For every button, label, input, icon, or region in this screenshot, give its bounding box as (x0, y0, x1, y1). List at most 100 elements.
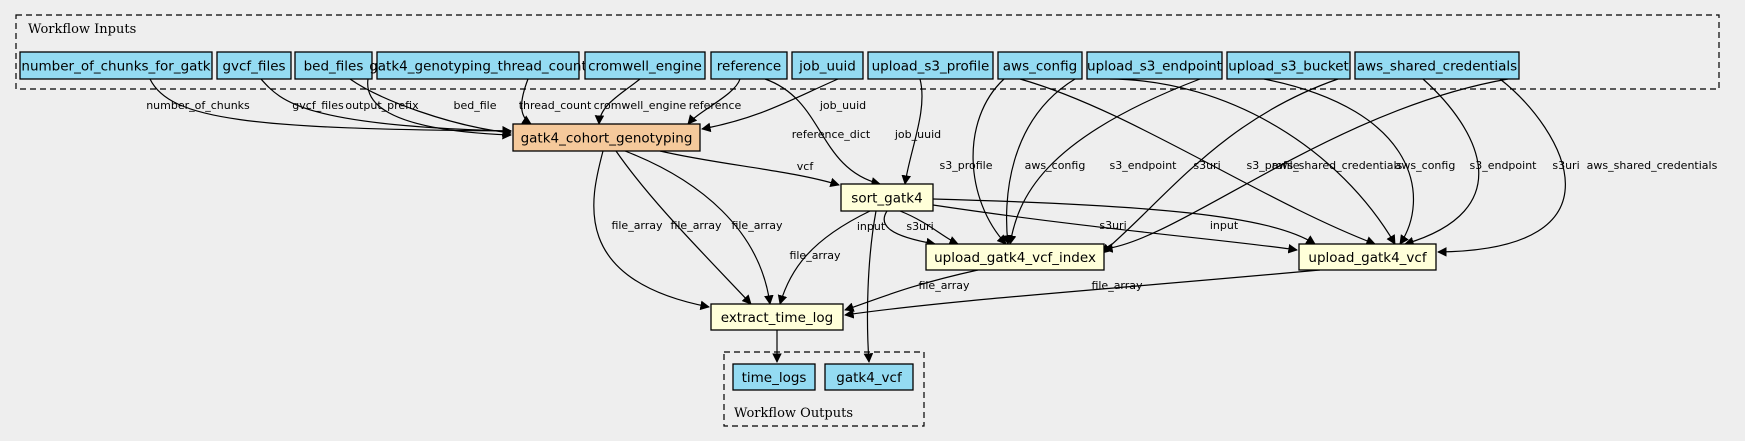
node-box[interactable] (294, 51, 373, 80)
edge-gatk4_cohort_genotyping-to-sort_gatk4: vcf (659, 150, 840, 188)
node-cromwell_engine[interactable]: cromwell_engine (584, 51, 706, 80)
edge-aws_shared_credentials-to-upload_gatk4_vcf_index: aws_shared_credentials (1103, 78, 1509, 253)
node-number_of_chunks_for_gatk[interactable]: number_of_chunks_for_gatk (19, 51, 213, 80)
edge-label: s3uri (1099, 219, 1126, 232)
node-box[interactable] (512, 123, 701, 152)
edge-sort_gatk4-to-upload_gatk4_vcf_index: s3uri (899, 210, 959, 246)
node-box[interactable] (376, 51, 580, 80)
node-label: gvcf_files (222, 59, 285, 75)
node-upload_s3_profile[interactable]: upload_s3_profile (867, 51, 994, 80)
edge-label: vcf (797, 160, 815, 173)
edge-sort_gatk4-to-extract_time_log: file_array (777, 210, 871, 305)
node-box[interactable] (216, 51, 292, 80)
node-label: upload_gatk4_vcf_index (934, 250, 1096, 266)
edge-label: input (857, 220, 886, 233)
edge-reference-to-sort_gatk4: reference_dict (764, 78, 881, 187)
node-box[interactable] (791, 51, 864, 80)
node-label: time_logs (742, 370, 807, 386)
node-extract_time_log[interactable]: extract_time_log (710, 303, 844, 331)
node-upload_s3_endpoint[interactable]: upload_s3_endpoint (1086, 51, 1223, 80)
edge-bed_files-to-gatk4_cohort_genotyping: bed_file (349, 78, 512, 137)
edge-upload_s3_endpoint-to-upload_gatk4_vcf: s3_endpoint (1263, 78, 1537, 245)
node-bed_files[interactable]: bed_files (294, 51, 373, 80)
edge-gatk4_genotyping_thread_count-to-gatk4_cohort_genotyping: thread_count (519, 78, 592, 125)
node-box[interactable] (584, 51, 706, 80)
outputs-cluster (723, 351, 925, 427)
node-aws_shared_credentials[interactable]: aws_shared_credentials (1354, 51, 1520, 80)
edge-label: aws_config (1395, 159, 1456, 172)
node-reference[interactable]: reference (710, 51, 788, 80)
edge-label: s3uri (1552, 159, 1579, 172)
node-box[interactable] (710, 303, 844, 331)
node-label: number_of_chunks_for_gatk (21, 59, 210, 75)
node-box[interactable] (824, 363, 914, 391)
edge-upload_s3_endpoint-to-upload_gatk4_vcf_index: s3_endpoint (1006, 78, 1201, 245)
node-gatk4_genotyping_thread_count[interactable]: gatk4_genotyping_thread_count (369, 51, 587, 80)
node-box[interactable] (19, 51, 213, 80)
edge-job_uuid-to-gatk4_cohort_genotyping: job_uuid (701, 78, 866, 133)
edge-upload_gatk4_vcf-to-extract_time_log: file_array (844, 269, 1321, 319)
node-gatk4_cohort_genotyping[interactable]: gatk4_cohort_genotyping (512, 123, 701, 152)
node-upload_s3_bucket[interactable]: upload_s3_bucket (1226, 51, 1351, 80)
node-label: bed_files (304, 59, 364, 75)
node-sort_gatk4[interactable]: sort_gatk4 (840, 183, 934, 212)
node-job_uuid[interactable]: job_uuid (791, 51, 864, 80)
edge-job_uuid-to-sort_gatk4: job_uuid (894, 78, 941, 185)
edge-label: job_uuid (819, 99, 866, 112)
inputs-cluster (15, 14, 1720, 90)
node-label: extract_time_log (721, 310, 833, 326)
edge-sort_gatk4-to-upload_gatk4_vcf: s3uri (932, 204, 1298, 254)
edge-aws_config-to-upload_gatk4_vcf: aws_config (1109, 78, 1456, 245)
node-box[interactable] (1354, 51, 1520, 80)
node-box[interactable] (925, 243, 1105, 271)
node-label: job_uuid (798, 59, 856, 75)
edge-label: reference_dict (792, 128, 871, 141)
edge-label: s3_profile (940, 159, 993, 172)
edge-label: input (1210, 219, 1239, 232)
node-gvcf_files[interactable]: gvcf_files (216, 51, 292, 80)
edge-number_of_chunks_for_gatk-to-gatk4_cohort_genotyping: number_of_chunks (146, 78, 512, 136)
edge-label: file_array (731, 219, 783, 232)
edge-label: s3uri (1193, 159, 1220, 172)
edge-label: number_of_chunks (146, 99, 250, 112)
edge-label: job_uuid (894, 128, 941, 141)
node-label: gatk4_vcf (836, 370, 903, 386)
node-box[interactable] (710, 51, 788, 80)
node-box[interactable] (1086, 51, 1223, 80)
node-label: sort_gatk4 (851, 191, 922, 207)
edge-gatk4_cohort_genotyping-to-extract_time_log: file_array (615, 150, 752, 305)
edge-label: s3uri (906, 220, 933, 233)
edge-label: output_prefix (345, 99, 419, 112)
edge-label: file_array (789, 249, 841, 262)
node-label: upload_s3_bucket (1228, 59, 1349, 75)
edge-bed_files-to-gatk4_cohort_genotyping: output_prefix (345, 78, 512, 140)
edge-label: aws_shared_credentials (1587, 159, 1718, 172)
edge-label: s3_endpoint (1469, 159, 1537, 172)
node-label: cromwell_engine (588, 59, 702, 75)
edge-sort_gatk4-to-upload_gatk4_vcf_index: input (857, 210, 936, 248)
node-aws_config[interactable]: aws_config (997, 51, 1083, 80)
outputs-cluster-label: Workflow Outputs (734, 406, 853, 421)
node-label: upload_s3_endpoint (1087, 59, 1222, 75)
node-time_logs[interactable]: time_logs (732, 363, 816, 391)
edge-label: s3_endpoint (1109, 159, 1177, 172)
node-upload_gatk4_vcf[interactable]: upload_gatk4_vcf (1298, 243, 1437, 271)
node-box[interactable] (732, 363, 816, 391)
node-label: gatk4_genotyping_thread_count (369, 59, 587, 75)
node-label: reference (717, 59, 781, 75)
node-box[interactable] (840, 183, 934, 212)
edge-gatk4_cohort_genotyping-to-extract_time_log: file_array (624, 150, 783, 305)
edge-label: bed_file (454, 99, 497, 112)
node-box[interactable] (997, 51, 1083, 80)
edge-sort_gatk4-to-gatk4_vcf (863, 210, 877, 363)
edge-label: file_array (611, 219, 663, 232)
node-gatk4_vcf[interactable]: gatk4_vcf (824, 363, 914, 391)
node-upload_gatk4_vcf_index[interactable]: upload_gatk4_vcf_index (925, 243, 1105, 271)
node-box[interactable] (867, 51, 994, 80)
edge-label: thread_count (519, 99, 592, 112)
node-box[interactable] (1226, 51, 1351, 80)
edge-upload_gatk4_vcf_index-to-extract_time_log: file_array (844, 269, 979, 312)
edge-label: file_array (1091, 279, 1143, 292)
node-box[interactable] (1298, 243, 1437, 271)
